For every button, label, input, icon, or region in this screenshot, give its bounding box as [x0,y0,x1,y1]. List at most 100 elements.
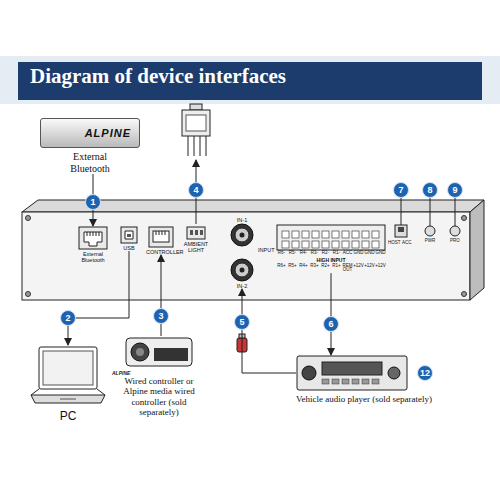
high-input-connector-icon-part-part [372,241,379,248]
ethernet-port-icon-part [78,226,108,250]
ethernet-port-icon-part-part [84,232,102,246]
leader-lines-part [401,197,402,225]
pin-label: GND [353,251,364,256]
port-label: IN-1 [228,217,256,223]
ambient-light-port: AMBIENT LIGHT [180,226,212,253]
high-input-connector-icon-part-part [352,241,359,248]
ambient-light-port-icon-part-part [200,230,203,235]
vehicle-audio-player-icon-part-part [352,379,359,384]
high-input-connector-icon-part-part [292,231,299,238]
controller-port-icon-part-part [153,231,169,242]
high-input-connector-icon-part-part [342,241,349,248]
pc-icon-part-part [60,399,76,400]
rca-jack-icon-part [230,223,254,247]
high-input-connector-icon-part-part [332,231,339,238]
pc-icon-part-part [43,351,93,385]
ambient-plug [182,104,210,156]
controller-port-icon [146,226,176,248]
ambient-plug-part [206,136,207,156]
callout-number: 8 [422,182,438,198]
vehicle-audio-player-icon-part-part [372,379,379,384]
rca-jack: IN-1 [228,216,256,247]
pin-label: R5+ [287,264,298,273]
callout-number: 3 [153,308,169,324]
amplifier-housing-part [462,216,467,221]
ethernet-port-icon-part-part [96,232,97,236]
amplifier-housing-part [22,212,470,300]
title-band-part [18,62,482,100]
vehicle-audio-player-icon-part-part [322,379,329,384]
high-input-connector-icon [276,224,386,251]
led-label: PWR [425,239,436,244]
pin-label: GND [364,251,375,256]
ethernet-port-icon-part-part [99,232,100,236]
pc-icon-part-part [31,395,105,403]
ethernet-port-icon-part-part [87,232,88,236]
switch-label: ACC [402,241,412,246]
bluetooth-module: ALPINEExternal Bluetooth [40,118,140,174]
callout-number: 5 [234,314,250,330]
wired-controller-icon [118,336,200,368]
high-input-connector-icon-part-part [322,241,329,248]
title-band [0,56,500,104]
pin-row: R6+R5+R4+R3+R2+R1+REM OUT+12V+12V+12V [276,264,386,273]
pin-label: GND [375,251,386,256]
vehicle-audio-player: Vehicle audio player (sold separately) [296,355,466,404]
controller-port-icon-part-part [162,231,163,235]
usb-port: USB [116,226,142,251]
usb-port-icon [116,226,142,244]
vehicle-audio-player-icon-part-part [322,362,382,375]
pc-icon-part-part [97,389,105,395]
usb-port-icon-part-part [125,231,133,239]
ambient-light-port-icon-part-part [195,230,198,235]
vehicle-audio-player-icon-part-part [302,366,316,380]
high-input-connector-icon-part-part [372,231,379,238]
ambient-light-port-icon-part [186,226,206,240]
high-input-connector-icon-part-part [282,241,289,248]
high-input-connector-icon-part-part [277,225,385,250]
controller-port-icon-part-part [159,231,160,235]
vehicle-audio-player-icon-part-part [362,379,369,384]
pin-label: +12V [364,264,375,273]
high-input-connector-icon-part-part [332,241,339,248]
usb-port-icon-part-part [127,234,131,237]
pc-picture [28,345,108,407]
controller-port-icon-part [148,226,174,248]
rca-jack-icon-part-part [235,263,249,277]
port-label: External Bluetooth [74,251,112,263]
ambient-plug-part [182,110,210,136]
callout-number: 2 [60,310,76,326]
device-caption: PC [28,409,108,423]
connector [68,251,129,345]
wired-controller-icon-part [124,336,194,368]
vehicle-audio-player-icon-part-part [332,379,339,384]
ambient-light-port-icon-part-part [187,227,205,239]
pin-label: REM OUT [342,264,353,273]
callout-number: 9 [447,182,463,198]
switch-and-leds-part [395,225,407,237]
wired-controller: ALPINEWired controller or Alpine media w… [118,336,200,417]
ambient-plug-part [200,136,201,156]
port-label: IN-2 [228,283,256,289]
ambient-light-port-icon [180,226,212,240]
rca-jack-icon-part-part [240,268,245,273]
vehicle-audio-player-icon [296,355,466,391]
switch-and-leds-part [425,226,435,236]
switch-and-leds [395,225,460,237]
ethernet-port-icon-part-part [93,232,94,236]
high-input-connector-icon-part-part [302,241,309,248]
pin-label: R3+ [309,264,320,273]
rca-jack-icon-part [230,258,254,282]
pin-label: +12V [375,264,386,273]
pin-label: R2+ [320,264,331,273]
rca-jack: IN-2 [228,258,256,289]
pin-label: R4- [298,251,309,256]
device-caption: Wired controller or Alpine media wired c… [118,376,200,417]
pin-label: R2- [320,251,331,256]
high-input-connector-icon-part-part [292,241,299,248]
high-input-connector-icon-part-part [282,231,289,238]
pin-label: R1- [331,251,342,256]
vehicle-audio-player-icon-part [296,355,408,391]
module-body: ALPINE [40,118,140,148]
